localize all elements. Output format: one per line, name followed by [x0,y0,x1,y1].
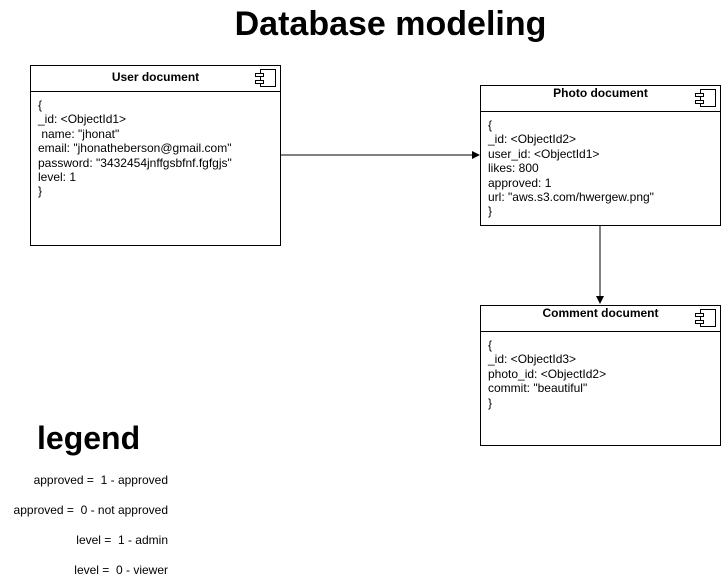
photo-document-body: { _id: <ObjectId2> user_id: <ObjectId1> … [488,118,654,219]
user-document-title: User document [111,70,200,84]
comment-document-header: Comment document [481,306,720,332]
comment-document-body: { _id: <ObjectId3> photo_id: <ObjectId2>… [488,338,607,410]
photo-document-header: Photo document [481,86,720,112]
legend-title: legend [37,420,141,456]
diagram-title: Database modeling [234,5,547,43]
user-document-header: User document [31,66,280,92]
user-document-body: { _id: <ObjectId1> name: "jhonat" email:… [38,98,232,199]
comment-document-box: Comment document { _id: <ObjectId3> phot… [480,305,721,446]
legend-item: approved = 0 - not approved [13,503,168,517]
photo-document-box: Photo document { _id: <ObjectId2> user_i… [480,85,721,226]
component-icon [695,309,716,327]
comment-document-title: Comment document [542,306,659,320]
component-icon [255,69,276,87]
legend-item: level = 0 - viewer [74,563,168,577]
component-icon [695,89,716,107]
photo-document-title: Photo document [553,86,648,100]
legend-item: approved = 1 - approved [33,473,168,487]
user-document-box: User document { _id: <ObjectId1> name: "… [30,65,281,246]
legend-item: level = 1 - admin [76,533,168,547]
